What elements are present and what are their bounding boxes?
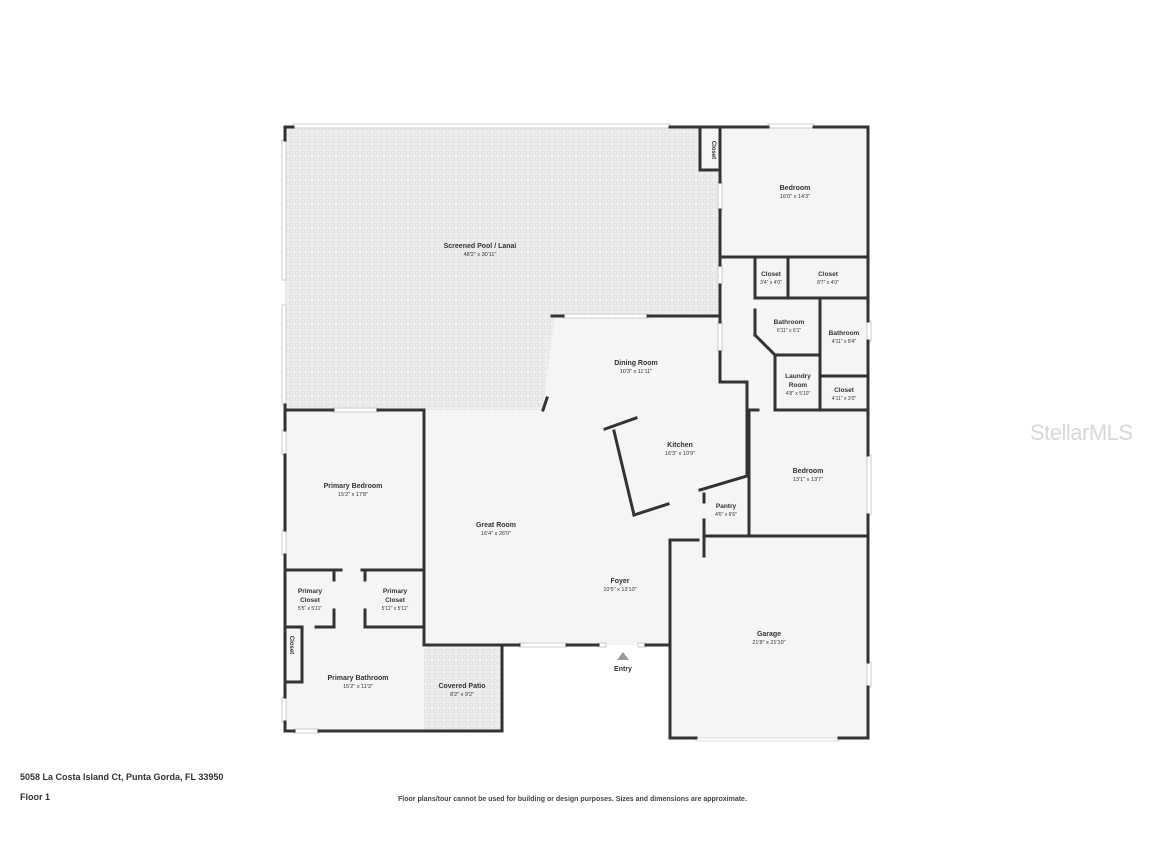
room-name-primary-closet-right-line2: Closet xyxy=(385,597,406,604)
room-name-bedroom2: Bedroom xyxy=(793,468,824,475)
room-name-laundry-line2: Room xyxy=(789,382,808,389)
room-name-covered-patio: Covered Patio xyxy=(438,683,485,690)
address-text: 5058 La Costa Island Ct, Punta Gorda, FL… xyxy=(20,772,224,782)
disclaimer-text: Floor plans/tour cannot be used for buil… xyxy=(398,796,747,803)
room-dims-great-room: 16'4" x 26'0" xyxy=(481,531,511,537)
room-name-closet-c: Closet xyxy=(834,387,855,394)
room-name-bedroom1: Bedroom xyxy=(780,185,811,192)
entry-label: Entry xyxy=(614,666,632,673)
room-name-pool: Screened Pool / Lanai xyxy=(444,243,517,250)
room-name-primary-closet-left-line2: Closet xyxy=(300,597,321,604)
walls xyxy=(283,125,870,740)
room-dims-laundry: 4'8" x 5'10" xyxy=(786,391,811,397)
room-dims-bath2: 4'11" x 8'4" xyxy=(832,339,856,345)
room-name-primary-closet-right-line1: Primary xyxy=(383,588,408,595)
watermark-text: StellarMLS xyxy=(1030,420,1133,445)
room-name-bath2: Bathroom xyxy=(829,330,860,337)
room-name-kitchen: Kitchen xyxy=(667,442,693,449)
floor-label: Floor 1 xyxy=(20,792,51,802)
room-dims-primary-bedroom: 15'2" x 17'8" xyxy=(338,492,368,498)
room-dims-primary-closet-left: 5'5" x 5'11" xyxy=(298,606,322,612)
room-dims-primary-closet-right: 5'11" x 5'11" xyxy=(382,606,409,612)
room-name-laundry-line1: Laundry xyxy=(785,373,811,380)
room-name-primary-closet-left-line1: Primary xyxy=(298,588,323,595)
room-name-pantry: Pantry xyxy=(716,503,737,510)
room-dims-dining: 10'3" x 11'11" xyxy=(620,369,652,375)
room-dims-foyer: 10'5" x 13'10" xyxy=(603,587,636,593)
room-dims-bedroom1: 16'0" x 14'3" xyxy=(780,194,810,200)
room-name-closet-primary-bath: Closet xyxy=(288,636,294,654)
room-name-closet-b: Closet xyxy=(818,271,839,278)
room-name-foyer: Foyer xyxy=(610,578,629,585)
room-dims-garage: 21'8" x 21'10" xyxy=(752,640,785,646)
room-name-closet-a: Closet xyxy=(761,271,782,278)
room-dims-covered-patio: 8'2" x 9'2" xyxy=(450,692,474,698)
room-dims-bath1: 6'11" x 6'1" xyxy=(777,328,801,334)
room-name-primary-bedroom: Primary Bedroom xyxy=(324,483,383,490)
room-dims-closet-b: 8'7" x 4'0" xyxy=(817,280,839,286)
room-dims-closet-a: 3'4" x 4'0" xyxy=(760,280,782,286)
room-dims-bedroom2: 13'1" x 13'7" xyxy=(793,477,823,483)
room-name-garage: Garage xyxy=(757,631,781,638)
room-dims-kitchen: 16'3" x 10'9" xyxy=(665,451,695,457)
covered-patio-floor xyxy=(424,647,501,730)
room-dims-pool: 48'2" x 30'11" xyxy=(464,252,497,258)
room-labels: Screened Pool / Lanai 48'2" x 30'11" Bed… xyxy=(288,141,860,698)
room-dims-pantry: 4'6" x 6'6" xyxy=(715,512,737,518)
room-name-primary-bathroom: Primary Bathroom xyxy=(327,675,388,682)
room-name-bath1: Bathroom xyxy=(774,319,805,326)
room-name-great-room: Great Room xyxy=(476,522,516,529)
room-name-dining: Dining Room xyxy=(614,360,658,367)
room-name-closet-top: Closet xyxy=(710,141,716,159)
room-dims-closet-c: 4'11" x 3'0" xyxy=(832,396,856,402)
room-dims-primary-bathroom: 15'2" x 11'3" xyxy=(343,684,373,690)
pool-floor xyxy=(285,127,720,410)
entry-arrow-icon xyxy=(617,652,629,660)
